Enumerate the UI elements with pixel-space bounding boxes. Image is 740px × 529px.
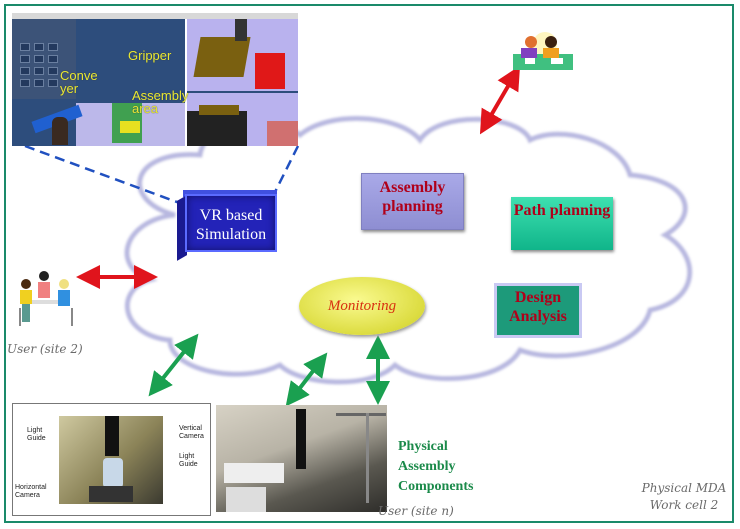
user-site2-caption: User (site 2)	[7, 342, 83, 356]
vr-simulation-label: VR based Simulation	[185, 194, 277, 252]
camera-setup-photo: Light Guide Vertical Camera Light Guide …	[12, 403, 211, 516]
label-horizontal-camera: Horizontal Camera	[15, 484, 47, 499]
physical-assembly-components-label: Physical Assembly Components	[398, 437, 473, 497]
label-light-guide-left: Light Guide	[27, 427, 46, 442]
users-top-icon	[513, 32, 573, 70]
camera-view-bottom	[187, 93, 298, 146]
diagram-frame	[4, 4, 734, 523]
label-gripper: Gripper	[128, 48, 172, 63]
control-panel	[12, 19, 76, 99]
physical-line-3: Components	[398, 479, 474, 494]
vr-simulation-screenshot: Conve yer Gripper Assembly area	[12, 13, 298, 146]
red-arrow-user-top	[479, 65, 521, 135]
camera-setup-image	[59, 416, 163, 504]
view-divider	[185, 19, 187, 146]
workcell-line-1: Physical MDA	[641, 481, 727, 495]
green-arrow-2	[285, 352, 328, 407]
path-planning-node: Path planning	[511, 197, 613, 250]
scene-block	[120, 121, 140, 133]
vr-simulation-node: VR based Simulation	[177, 190, 279, 261]
monitoring-node: Monitoring	[299, 277, 425, 335]
label-assembly-area: Assembly area	[132, 88, 189, 116]
physical-line-1: Physical	[398, 439, 448, 454]
window-titlebar	[12, 13, 298, 19]
user-avatar	[52, 117, 68, 145]
lab-setup-photo	[216, 405, 387, 512]
camera-view-top	[187, 19, 298, 91]
physical-line-2: Assembly	[398, 459, 456, 474]
workcell-line-2: Work cell 2	[649, 498, 719, 512]
label-conveyer: Conve yer	[60, 68, 98, 96]
label-light-guide-right: Light Guide	[179, 453, 198, 468]
workcell-caption: Physical MDA Work cell 2	[632, 480, 736, 514]
assembly-planning-node: Assembly planning	[361, 173, 464, 230]
dashed-connector-right	[270, 145, 300, 199]
box-top-face	[183, 190, 277, 197]
label-vertical-camera: Vertical Camera	[179, 425, 204, 440]
user-siten-caption: User (site n)	[378, 504, 454, 518]
design-analysis-node: Design Analysis	[494, 283, 582, 338]
green-arrow-1	[148, 333, 199, 397]
users-site2-icon	[19, 271, 73, 326]
dashed-connector-left	[24, 144, 186, 207]
